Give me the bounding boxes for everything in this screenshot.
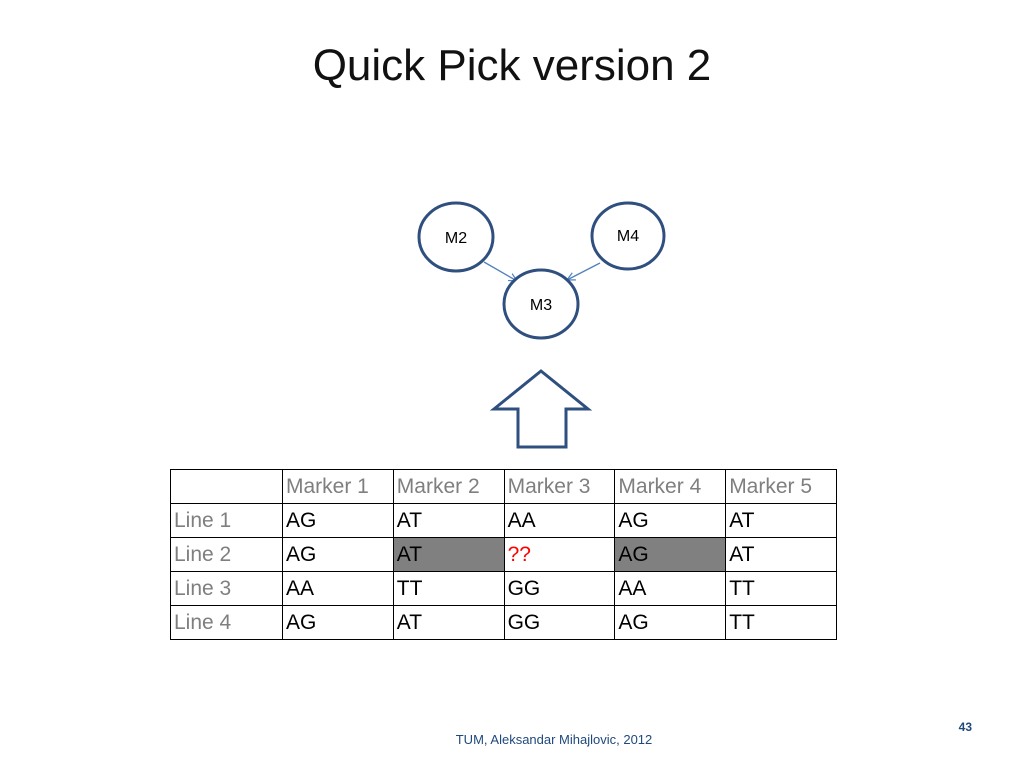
table-header-cell bbox=[170, 469, 283, 504]
table-cell-unknown: ?? bbox=[503, 537, 616, 572]
table-cell: AA bbox=[614, 571, 727, 606]
table-header-cell: Marker 3 bbox=[503, 469, 616, 504]
node-m3-label: M3 bbox=[530, 297, 552, 314]
table-cell: AG bbox=[614, 605, 727, 640]
table-row: Line 1 AG AT AA AG AT bbox=[170, 503, 837, 538]
table-row: Line 2 AG AT ?? AG AT bbox=[170, 537, 837, 572]
table-header-cell: Marker 1 bbox=[282, 469, 394, 504]
node-m3: M3 bbox=[502, 268, 580, 340]
table-cell: AT bbox=[392, 605, 505, 640]
table-cell: TT bbox=[725, 605, 837, 640]
table-cell: AT bbox=[725, 537, 837, 572]
edge-m4-to-m3 bbox=[567, 262, 601, 280]
row-label: Line 4 bbox=[170, 605, 283, 640]
table-cell: TT bbox=[725, 571, 837, 606]
table-row: Line 4 AG AT GG AG TT bbox=[170, 605, 837, 640]
table-cell: AT bbox=[725, 503, 837, 538]
node-m4: M4 bbox=[590, 201, 666, 271]
node-m2-label: M2 bbox=[445, 230, 467, 247]
table-cell-shaded: AG bbox=[614, 537, 727, 572]
table-cell: AT bbox=[392, 503, 505, 538]
node-m2: M2 bbox=[417, 201, 495, 273]
row-label: Line 2 bbox=[170, 537, 283, 572]
table-cell-shaded: AT bbox=[392, 537, 505, 572]
slide-number: 43 bbox=[958, 720, 972, 734]
table-cell: AG bbox=[282, 537, 394, 572]
table-cell: AG bbox=[282, 503, 394, 538]
row-label: Line 3 bbox=[170, 571, 283, 606]
table-header-row: Marker 1 Marker 2 Marker 3 Marker 4 Mark… bbox=[170, 469, 837, 504]
table-row: Line 3 AA TT GG AA TT bbox=[170, 571, 837, 606]
table-cell: GG bbox=[503, 571, 616, 606]
table-cell: AA bbox=[282, 571, 394, 606]
up-arrow-icon bbox=[489, 369, 593, 449]
edge-m2-to-m3 bbox=[483, 261, 517, 281]
table-header-cell: Marker 4 bbox=[614, 469, 727, 504]
genotype-table: Marker 1 Marker 2 Marker 3 Marker 4 Mark… bbox=[170, 469, 837, 640]
table-cell: TT bbox=[392, 571, 505, 606]
table-cell: AG bbox=[614, 503, 727, 538]
table-cell: AA bbox=[503, 503, 616, 538]
table-cell: GG bbox=[503, 605, 616, 640]
node-m4-label: M4 bbox=[617, 228, 639, 245]
table-header-cell: Marker 2 bbox=[392, 469, 505, 504]
slide-title: Quick Pick version 2 bbox=[312, 41, 712, 90]
table-cell: AG bbox=[282, 605, 394, 640]
table-header-cell: Marker 5 bbox=[725, 469, 837, 504]
row-label: Line 1 bbox=[170, 503, 283, 538]
slide-footer: TUM, Aleksandar Mihajlovic, 2012 bbox=[455, 732, 653, 747]
